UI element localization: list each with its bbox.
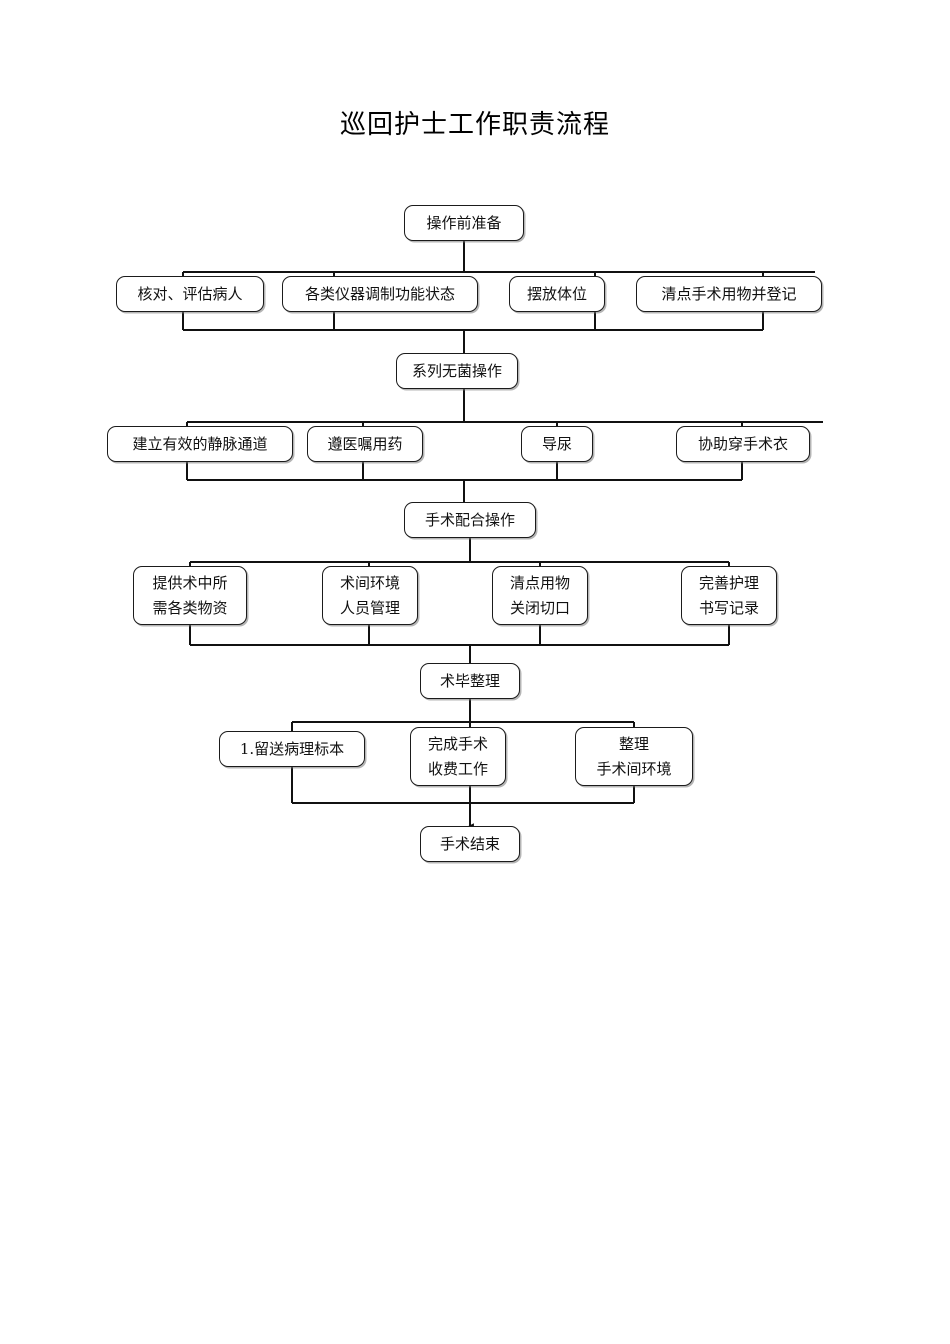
node-label: 核对、评估病人 xyxy=(137,284,243,303)
node-label: 术毕整理 xyxy=(439,671,500,690)
node-establish-iv-access[interactable]: 建立有效的静脉通道 xyxy=(107,426,293,462)
node-medication-per-order[interactable]: 遵医嘱用药 xyxy=(307,426,423,462)
node-label-line2: 关闭切口 xyxy=(509,598,570,617)
node-label: 建立有效的静脉通道 xyxy=(132,434,268,453)
node-aseptic-operations[interactable]: 系列无菌操作 xyxy=(396,353,518,389)
page-title: 巡回护士工作职责流程 xyxy=(339,110,610,140)
node-label: 手术结束 xyxy=(439,834,500,853)
node-label-line1: 完成手术 xyxy=(427,734,488,753)
node-post-op-cleanup[interactable]: 术毕整理 xyxy=(420,663,520,699)
node-tidy-operating-room[interactable]: 整理 手术间环境 xyxy=(575,727,693,786)
node-label: 清点手术用物并登记 xyxy=(661,284,797,303)
node-count-register-supplies[interactable]: 清点手术用物并登记 xyxy=(636,276,822,312)
node-verify-assess-patient[interactable]: 核对、评估病人 xyxy=(116,276,264,312)
node-send-pathology-specimen[interactable]: 1.留送病理标本 xyxy=(219,731,365,767)
node-label: 协助穿手术衣 xyxy=(697,434,788,453)
node-label-line1: 整理 xyxy=(618,734,649,753)
node-label-line2: 收费工作 xyxy=(427,759,488,778)
node-label: 各类仪器调制功能状态 xyxy=(304,284,455,303)
node-label: 1.留送病理标本 xyxy=(239,739,345,758)
node-label-line1: 提供术中所 xyxy=(152,573,228,592)
node-pre-operation-preparation[interactable]: 操作前准备 xyxy=(404,205,524,241)
node-urinary-catheterization[interactable]: 导尿 xyxy=(521,426,593,462)
node-complete-surgery-billing[interactable]: 完成手术 收费工作 xyxy=(410,727,506,786)
node-label: 摆放体位 xyxy=(526,284,587,303)
node-surgery-end[interactable]: 手术结束 xyxy=(420,826,520,862)
node-supply-intraop-materials[interactable]: 提供术中所 需各类物资 xyxy=(133,566,247,625)
node-or-environment-personnel[interactable]: 术间环境 人员管理 xyxy=(322,566,418,625)
node-instrument-function-check[interactable]: 各类仪器调制功能状态 xyxy=(282,276,478,312)
node-label: 导尿 xyxy=(541,434,572,453)
node-label-line1: 术间环境 xyxy=(339,573,400,592)
node-surgical-cooperation[interactable]: 手术配合操作 xyxy=(404,502,536,538)
node-label-line2: 手术间环境 xyxy=(596,759,672,778)
node-count-supplies-close-incision[interactable]: 清点用物 关闭切口 xyxy=(492,566,588,625)
node-patient-positioning[interactable]: 摆放体位 xyxy=(509,276,605,312)
node-label: 手术配合操作 xyxy=(424,510,515,529)
node-label: 操作前准备 xyxy=(426,213,502,232)
node-label-line2: 需各类物资 xyxy=(152,598,228,617)
node-label-line2: 人员管理 xyxy=(339,598,400,617)
node-label: 系列无菌操作 xyxy=(411,361,502,380)
node-complete-nursing-records[interactable]: 完善护理 书写记录 xyxy=(681,566,777,625)
node-label-line1: 清点用物 xyxy=(509,573,570,592)
node-label: 遵医嘱用药 xyxy=(327,434,403,453)
node-assist-surgical-gown[interactable]: 协助穿手术衣 xyxy=(676,426,810,462)
node-label-line1: 完善护理 xyxy=(698,573,759,592)
node-label-line2: 书写记录 xyxy=(698,598,759,617)
